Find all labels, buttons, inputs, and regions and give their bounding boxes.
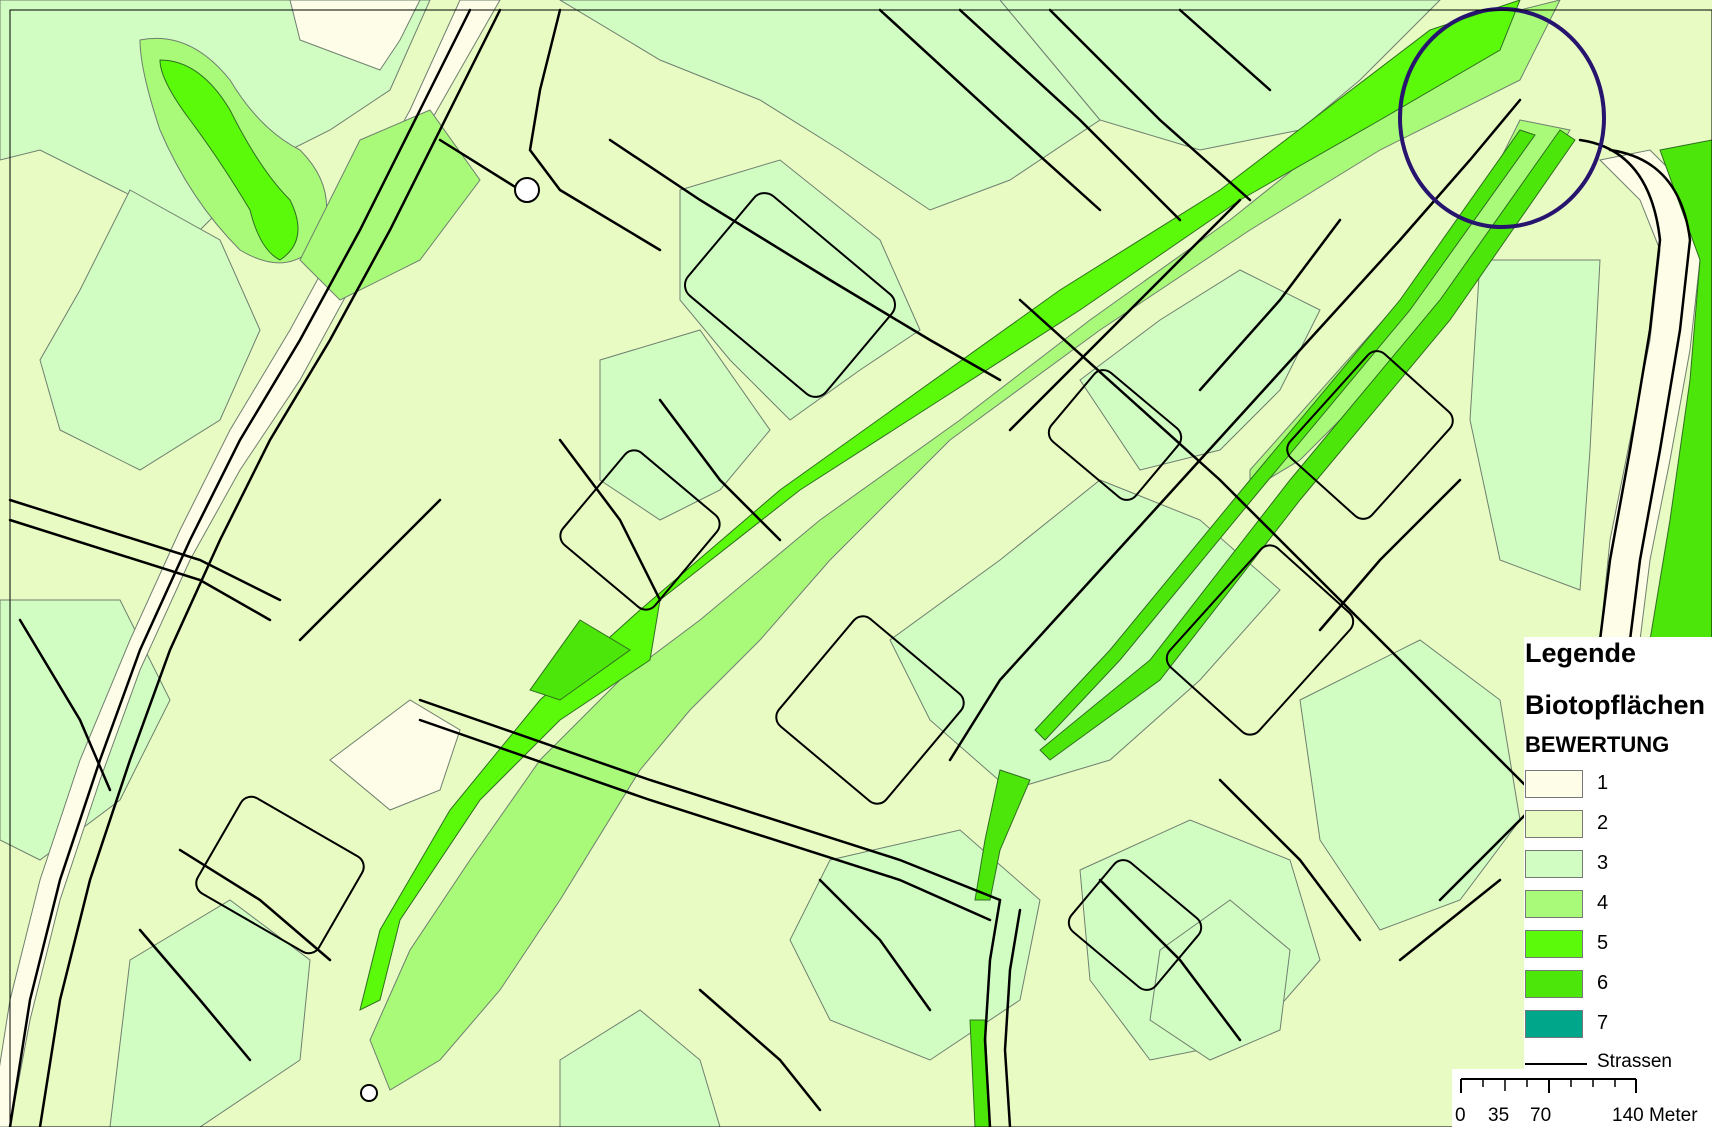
legend-label-roads: Strassen xyxy=(1597,1051,1672,1072)
legend-label-4: 4 xyxy=(1597,892,1609,914)
legend-subtitle: Biotopflächen xyxy=(1525,690,1705,720)
legend-label-3: 3 xyxy=(1597,852,1609,874)
legend-label-2: 2 xyxy=(1597,812,1609,834)
highlight-circle xyxy=(1398,7,1606,229)
scale-label-0: 0 xyxy=(1455,1105,1466,1126)
roundabouts xyxy=(360,177,540,1102)
legend-swatch-7 xyxy=(1525,1010,1583,1038)
legend-panel: Legende Biotopflächen BEWERTUNG 1 2 3 4 … xyxy=(1524,637,1712,1072)
legend-swatch-1 xyxy=(1525,770,1583,798)
road-line-icon xyxy=(1525,1063,1587,1065)
legend-swatch-6 xyxy=(1525,970,1583,998)
scale-bar: 0 35 70 140 Meter xyxy=(1452,1069,1712,1127)
legend-swatch-3 xyxy=(1525,850,1583,878)
legend-swatch-5 xyxy=(1525,930,1583,958)
scale-label-140: 140 Meter xyxy=(1612,1105,1698,1126)
scale-bar-ticks xyxy=(1460,1078,1637,1093)
legend-field-name: BEWERTUNG xyxy=(1525,732,1670,757)
legend-swatch-2 xyxy=(1525,810,1583,838)
legend-label-5: 5 xyxy=(1597,932,1609,954)
scale-label-35: 35 xyxy=(1488,1105,1510,1126)
legend-label-1: 1 xyxy=(1597,772,1609,794)
parcels-class-5 xyxy=(159,0,1521,1011)
parcels-class-6 xyxy=(529,129,1712,1127)
legend-swatch-4 xyxy=(1525,890,1583,918)
scale-label-70: 70 xyxy=(1530,1105,1552,1126)
legend-title: Legende xyxy=(1525,638,1637,668)
map-frame xyxy=(9,9,1712,1127)
block-outlines xyxy=(195,192,1454,991)
parcels-class-3 xyxy=(0,0,1601,1127)
legend-label-6: 6 xyxy=(1597,972,1609,994)
legend-label-7: 7 xyxy=(1597,1012,1609,1034)
